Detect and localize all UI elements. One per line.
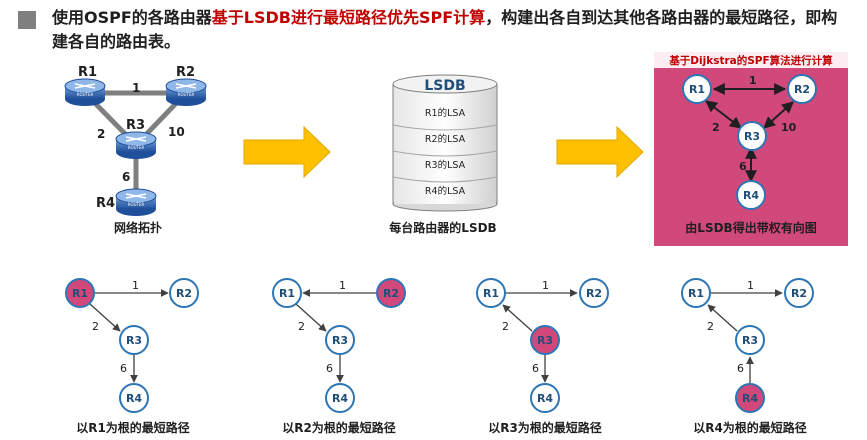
router-icon: ROUTER bbox=[64, 78, 106, 106]
svg-text:ROUTER: ROUTER bbox=[178, 92, 195, 97]
svg-text:6: 6 bbox=[737, 362, 744, 375]
node-label: R1 bbox=[689, 83, 705, 96]
svg-text:ROUTER: ROUTER bbox=[77, 92, 94, 97]
cost-label: 1 bbox=[749, 74, 757, 87]
svg-text:6: 6 bbox=[532, 362, 539, 375]
title-bullet bbox=[18, 11, 36, 29]
svg-text:R2: R2 bbox=[383, 287, 399, 300]
svg-text:R4: R4 bbox=[126, 392, 142, 405]
svg-text:R3: R3 bbox=[332, 334, 348, 347]
flow-arrow-icon bbox=[556, 125, 644, 179]
svg-text:R3: R3 bbox=[742, 334, 758, 347]
tree-caption: 以R1为根的最短路径 bbox=[76, 420, 190, 435]
svg-text:2: 2 bbox=[298, 320, 305, 333]
svg-text:1: 1 bbox=[542, 279, 549, 292]
spt-r2: R1 R2 R3 R4 1 2 6 以R2为根的最短路径 bbox=[272, 278, 406, 435]
svg-text:R4: R4 bbox=[332, 392, 348, 405]
svg-text:1: 1 bbox=[747, 279, 754, 292]
spt-r3: R1 R2 R3 R4 1 2 6 以R3为根的最短路径 bbox=[476, 278, 609, 435]
svg-text:R4: R4 bbox=[742, 392, 758, 405]
svg-text:R3: R3 bbox=[126, 334, 142, 347]
router-label: R2 bbox=[176, 65, 195, 80]
router-icon: ROUTER bbox=[115, 131, 157, 159]
cost-label: 1 bbox=[132, 81, 140, 95]
svg-text:R1: R1 bbox=[279, 287, 295, 300]
svg-text:R1: R1 bbox=[72, 287, 88, 300]
svg-text:1: 1 bbox=[339, 279, 346, 292]
network-topology: ROUTER ROUTER ROUTER ROUTER R1 R2 R3 R4 … bbox=[64, 65, 207, 216]
title-highlight: 基于LSDB进行最短路径优先SPF计算 bbox=[211, 8, 486, 27]
lsdb-title: LSDB bbox=[424, 78, 465, 94]
lsdb-row: R4的LSA bbox=[425, 185, 466, 197]
router-icon: ROUTER bbox=[115, 188, 157, 216]
lsdb-row: R1的LSA bbox=[425, 107, 466, 119]
svg-text:1: 1 bbox=[132, 279, 139, 292]
svg-text:R2: R2 bbox=[176, 287, 192, 300]
tree-caption: 以R4为根的最短路径 bbox=[693, 420, 807, 435]
svg-text:R1: R1 bbox=[688, 287, 704, 300]
page-title: 使用OSPF的各路由器基于LSDB进行最短路径优先SPF计算，构建出各自到达其他… bbox=[52, 8, 838, 51]
cost-label: 10 bbox=[781, 121, 797, 134]
cost-label: 6 bbox=[122, 170, 130, 184]
svg-text:R3: R3 bbox=[537, 334, 553, 347]
router-label: R4 bbox=[96, 196, 115, 211]
lsdb-cylinder: LSDB R1的LSA R2的LSA R3的LSA R4的LSA bbox=[392, 74, 498, 212]
lsdb-caption: 每台路由器的LSDB bbox=[389, 220, 496, 235]
cost-label: 10 bbox=[168, 125, 185, 139]
node-label: R3 bbox=[744, 130, 760, 143]
svg-text:R2: R2 bbox=[586, 287, 602, 300]
dijkstra-caption: 由LSDB得出带权有向图 bbox=[685, 220, 816, 235]
spt-r4: R1 R2 R3 R4 1 2 6 以R4为根的最短路径 bbox=[681, 278, 814, 435]
svg-text:R4: R4 bbox=[537, 392, 553, 405]
router-label: R3 bbox=[126, 118, 145, 133]
svg-text:ROUTER: ROUTER bbox=[128, 145, 145, 150]
svg-text:6: 6 bbox=[326, 362, 333, 375]
node-label: R4 bbox=[743, 189, 759, 202]
router-icon: ROUTER bbox=[165, 78, 207, 106]
tree-caption: 以R2为根的最短路径 bbox=[282, 420, 396, 435]
router-label: R1 bbox=[78, 65, 97, 80]
svg-text:6: 6 bbox=[120, 362, 127, 375]
topology-caption: 网络拓扑 bbox=[114, 220, 162, 235]
lsdb-row: R2的LSA bbox=[425, 133, 466, 145]
cost-label: 2 bbox=[712, 121, 720, 134]
svg-text:2: 2 bbox=[92, 320, 99, 333]
tree-caption: 以R3为根的最短路径 bbox=[488, 420, 602, 435]
flow-arrow-icon bbox=[243, 125, 331, 179]
dijkstra-panel: 基于Dijkstra的SPF算法进行计算 R1 R2 R3 R4 1 2 10 … bbox=[654, 52, 848, 246]
spt-r1: R1 R2 R3 R4 1 2 6 以R1为根的最短路径 bbox=[65, 278, 199, 435]
cost-label: 2 bbox=[97, 127, 105, 141]
svg-text:R2: R2 bbox=[791, 287, 807, 300]
node-label: R2 bbox=[794, 83, 810, 96]
dijkstra-header: 基于Dijkstra的SPF算法进行计算 bbox=[668, 54, 833, 67]
svg-text:2: 2 bbox=[502, 320, 509, 333]
svg-text:R1: R1 bbox=[483, 287, 499, 300]
cost-label: 6 bbox=[739, 160, 747, 173]
svg-text:2: 2 bbox=[707, 320, 714, 333]
svg-text:ROUTER: ROUTER bbox=[128, 202, 145, 207]
lsdb-row: R3的LSA bbox=[425, 159, 466, 171]
